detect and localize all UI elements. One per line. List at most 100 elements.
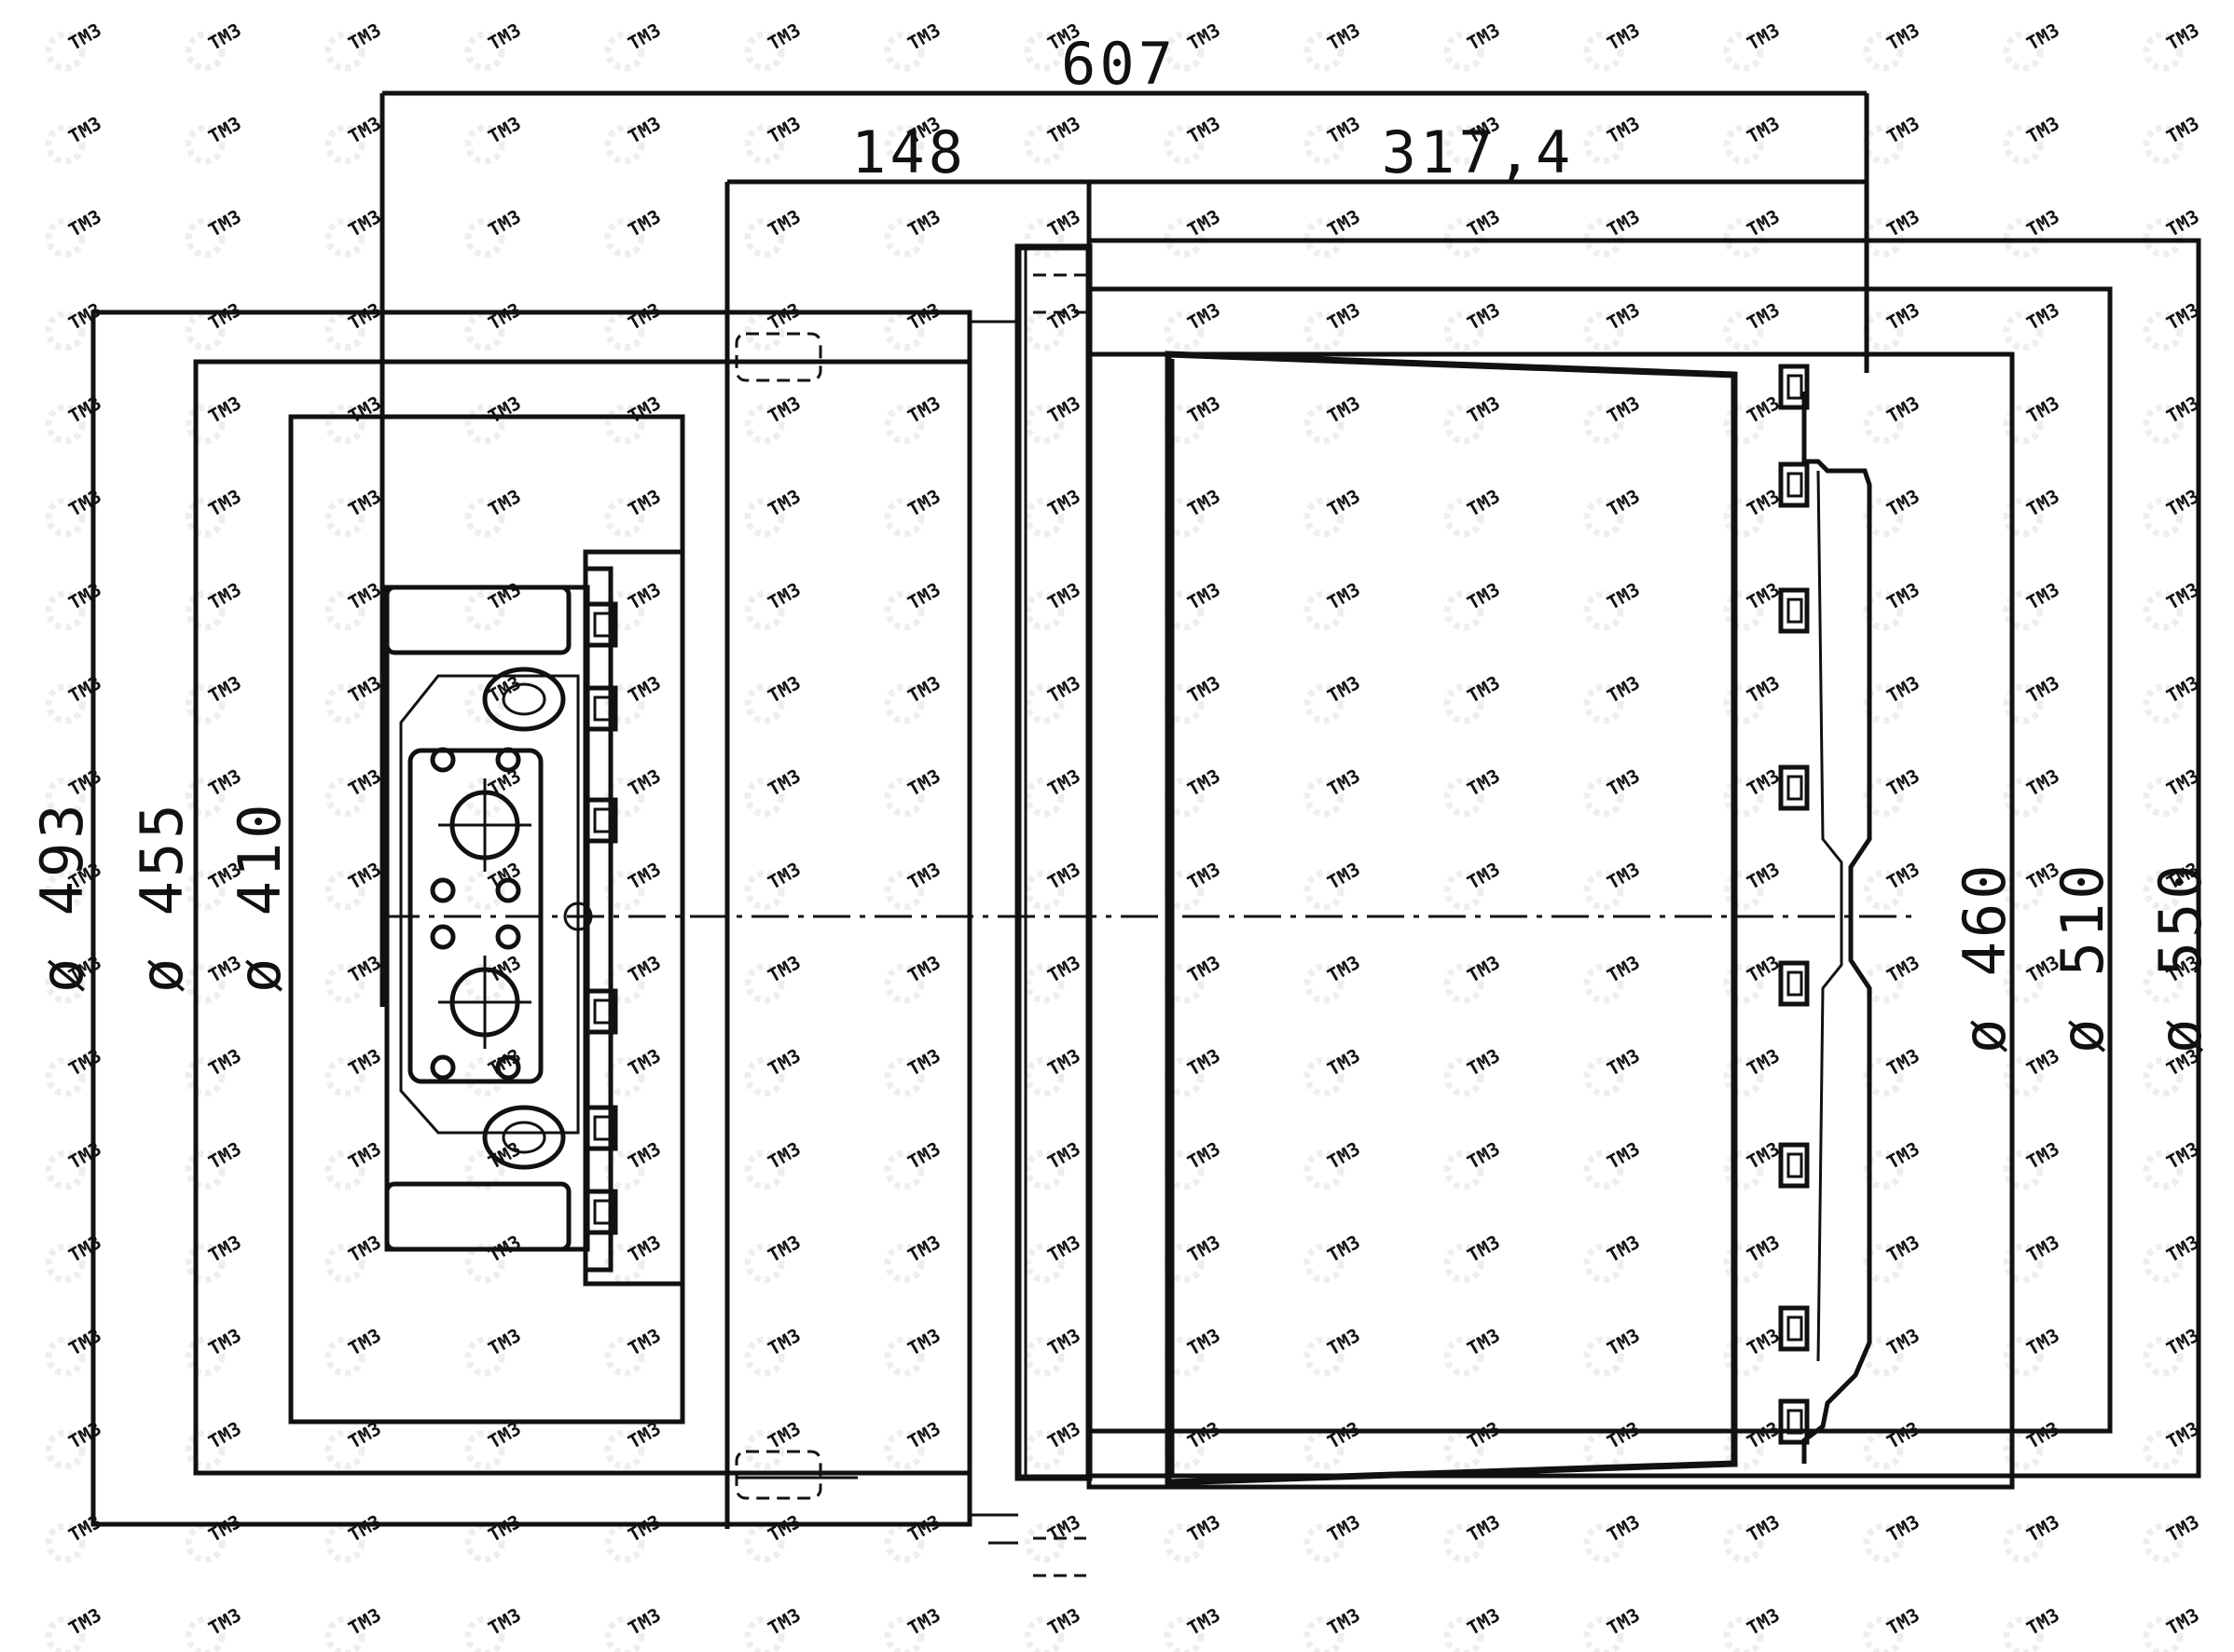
watermark-text: ТМЗ (344, 205, 384, 241)
watermark-gear-icon: ТМЗ (2003, 1417, 2063, 1470)
watermark-text: ТМЗ (764, 392, 804, 428)
watermark-text: ТМЗ (903, 485, 944, 521)
watermark-gear-icon: ТМЗ (1164, 1510, 1224, 1563)
watermark-text: ТМЗ (344, 19, 384, 55)
watermark-text: ТМЗ (1743, 205, 1783, 241)
watermark-text: ТМЗ (903, 671, 944, 708)
watermark-gear-icon: ТМЗ (1863, 1510, 1924, 1563)
watermark-gear-icon: ТМЗ (2003, 1137, 2063, 1191)
watermark-text: ТМЗ (2022, 1604, 2062, 1640)
watermark-text: ТМЗ (204, 392, 244, 428)
watermark-gear-icon: ТМЗ (744, 1137, 805, 1191)
watermark-text: ТМЗ (1183, 1044, 1223, 1081)
watermark-text: ТМЗ (1603, 858, 1643, 894)
watermark-text: ТМЗ (1183, 1324, 1223, 1360)
watermark-gear-icon: ТМЗ (45, 1324, 105, 1377)
watermark-gear-icon: ТМЗ (1024, 951, 1084, 1004)
watermark-text: ТМЗ (344, 112, 384, 148)
watermark-gear-icon: ТМЗ (324, 19, 385, 72)
watermark-text: ТМЗ (2162, 19, 2202, 55)
watermark-text: ТМЗ (1743, 858, 1783, 894)
watermark-gear-icon: ТМЗ (884, 19, 945, 72)
watermark-text: ТМЗ (1882, 1324, 1923, 1360)
watermark-text: ТМЗ (1743, 764, 1783, 801)
watermark-gear-icon: ТМЗ (1024, 858, 1084, 911)
watermark-text: ТМЗ (2162, 1510, 2202, 1547)
watermark-text: ТМЗ (1603, 205, 1643, 241)
watermark-gear-icon: ТМЗ (744, 1604, 805, 1652)
watermark-gear-icon: ТМЗ (1583, 1417, 1644, 1470)
watermark-text: ТМЗ (1183, 858, 1223, 894)
watermark-text: ТМЗ (903, 1137, 944, 1174)
watermark-gear-icon: ТМЗ (464, 1231, 525, 1284)
watermark-gear-icon: ТМЗ (324, 1604, 385, 1652)
watermark-gear-icon: ТМЗ (744, 298, 805, 351)
watermark-gear-icon: ТМЗ (2143, 671, 2203, 724)
watermark-text: ТМЗ (1603, 1324, 1643, 1360)
watermark-text: ТМЗ (764, 578, 804, 614)
watermark-text: ТМЗ (903, 392, 944, 428)
dim-dia-455-label: ø 455 (128, 800, 196, 993)
watermark-gear-icon: ТМЗ (1723, 298, 1784, 351)
watermark-gear-icon: ТМЗ (1443, 392, 1504, 445)
tank-boss (1778, 461, 1810, 508)
watermark-gear-icon: ТМЗ (1024, 764, 1084, 818)
watermark-text: ТМЗ (1603, 1417, 1643, 1453)
watermark-gear-icon: ТМЗ (324, 1137, 385, 1191)
watermark-gear-icon: ТМЗ (604, 858, 665, 911)
watermark-text: ТМЗ (1463, 1044, 1503, 1081)
watermark-gear-icon: ТМЗ (1443, 1604, 1504, 1652)
watermark-gear-icon: ТМЗ (1164, 1604, 1224, 1652)
watermark-text: ТМЗ (1463, 485, 1503, 521)
watermark-text: ТМЗ (2022, 1510, 2062, 1547)
watermark-gear-icon: ТМЗ (884, 298, 945, 351)
watermark-gear-icon: ТМЗ (604, 19, 665, 72)
watermark-gear-icon: ТМЗ (1024, 1417, 1084, 1470)
watermark-text: ТМЗ (64, 1044, 104, 1081)
watermark-text: ТМЗ (903, 1324, 944, 1360)
watermark-text: ТМЗ (1183, 485, 1223, 521)
watermark-text: ТМЗ (624, 1604, 664, 1640)
watermark-text: ТМЗ (624, 764, 664, 801)
watermark-text: ТМЗ (1603, 1231, 1643, 1267)
watermark-gear-icon: ТМЗ (884, 1417, 945, 1470)
watermark-text: ТМЗ (1603, 112, 1643, 148)
watermark-gear-icon: ТМЗ (2003, 1510, 2063, 1563)
watermark-gear-icon: ТМЗ (744, 1231, 805, 1284)
watermark-text: ТМЗ (764, 298, 804, 335)
watermark-gear-icon: ТМЗ (1303, 298, 1364, 351)
watermark-text: ТМЗ (1043, 1044, 1083, 1081)
watermark-text: ТМЗ (764, 1137, 804, 1174)
watermark-gear-icon: ТМЗ (45, 205, 105, 258)
watermark-text: ТМЗ (1882, 671, 1923, 708)
watermark-gear-icon: ТМЗ (1443, 1324, 1504, 1377)
watermark-gear-icon: ТМЗ (2003, 485, 2063, 538)
watermark-gear-icon: ТМЗ (1164, 578, 1224, 631)
watermark-gear-icon: ТМЗ (604, 1231, 665, 1284)
watermark-text: ТМЗ (2162, 205, 2202, 241)
watermark-gear-icon: ТМЗ (744, 485, 805, 538)
watermark-text: ТМЗ (1323, 671, 1363, 708)
watermark-gear-icon: ТМЗ (1164, 858, 1224, 911)
watermark-gear-icon: ТМЗ (604, 1417, 665, 1470)
watermark-text: ТМЗ (1183, 1510, 1223, 1547)
watermark-gear-icon: ТМЗ (45, 578, 105, 631)
watermark-text: ТМЗ (764, 951, 804, 987)
watermark-gear-icon: ТМЗ (1863, 671, 1924, 724)
watermark-text: ТМЗ (344, 392, 384, 428)
watermark-text: ТМЗ (64, 764, 104, 801)
watermark-text: ТМЗ (2022, 485, 2062, 521)
watermark-gear-icon: ТМЗ (1443, 1417, 1504, 1470)
watermark-text: ТМЗ (64, 1137, 104, 1174)
watermark-gear-icon: ТМЗ (1024, 298, 1084, 351)
watermark-text: ТМЗ (1323, 298, 1363, 335)
watermark-text: ТМЗ (1882, 19, 1923, 55)
watermark-gear-icon: ТМЗ (1024, 485, 1084, 538)
watermark-text: ТМЗ (2162, 112, 2202, 148)
watermark-gear-icon: ТМЗ (324, 1324, 385, 1377)
watermark-gear-icon: ТМЗ (1863, 19, 1924, 72)
watermark-gear-icon: ТМЗ (1863, 858, 1924, 911)
watermark-text: ТМЗ (2022, 1231, 2062, 1267)
watermark-text: ТМЗ (764, 1231, 804, 1267)
watermark-gear-icon: ТМЗ (1303, 392, 1364, 445)
